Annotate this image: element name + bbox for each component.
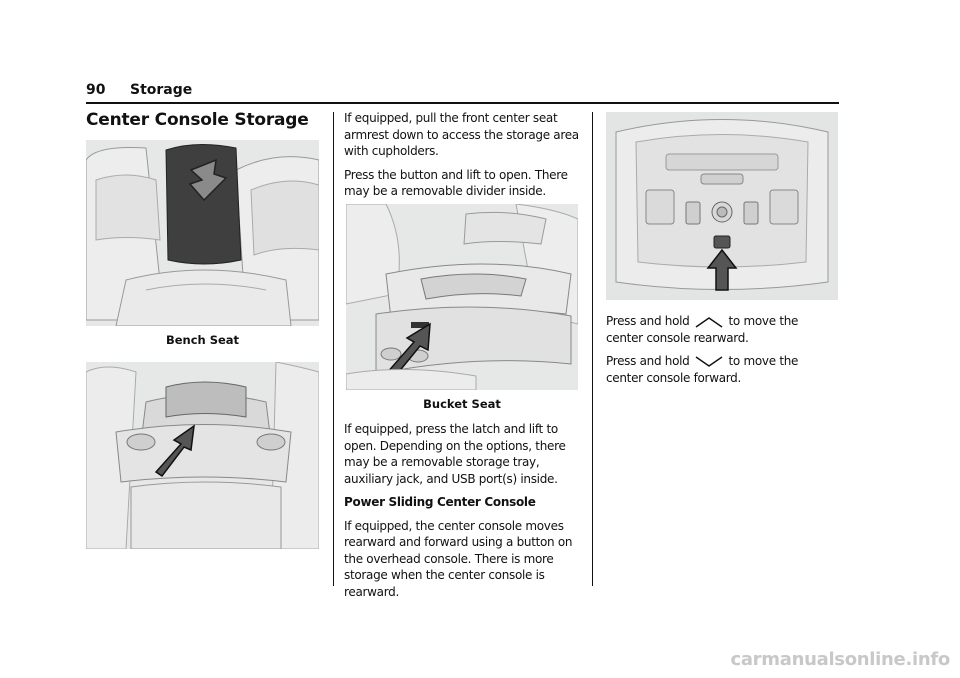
bench-seat-drawing [86,140,319,326]
forward-suffix: to move the center console forward. [606,354,799,385]
column-2-bottom: If equipped, press the latch and lift to… [344,421,581,600]
header-rule [86,102,839,104]
paragraph-rearward: Press and hold to move the center consol… [606,313,838,346]
overhead-console-illustration [606,112,838,300]
column-divider-1 [333,112,334,586]
console-open-drawing [86,362,319,549]
paragraph-armrest: If equipped, pull the front center seat … [344,111,579,158]
chevron-down-icon [693,355,725,369]
bench-seat-illustration [86,140,319,326]
paragraph-latch: If equipped, press the latch and lift to… [344,422,566,486]
chevron-up-icon [693,315,725,329]
column-2-top: If equipped, pull the front center seat … [344,110,581,200]
bench-seat-caption: Bench Seat [165,333,240,347]
paragraph-press-button: Press the button and lift to open. There… [344,167,568,199]
paragraph-forward: Press and hold to move the center consol… [606,353,838,386]
rearward-suffix: to move the center console rearward. [606,314,799,345]
page-title: Center Console Storage [86,110,309,130]
forward-prefix: Press and hold [606,354,690,368]
watermark: carmanualsonline.info [730,649,950,670]
section-name: Storage [130,82,193,98]
console-open-illustration [86,362,319,549]
overhead-console-drawing [606,112,838,300]
heading-power-sliding: Power Sliding Center Console [344,495,536,509]
page-number: 90 [86,82,106,98]
bucket-seat-caption: Bucket Seat [423,397,501,411]
bucket-seat-illustration [346,204,578,390]
column-divider-2 [592,112,593,586]
bucket-seat-drawing [346,204,578,390]
rearward-prefix: Press and hold [606,314,690,328]
paragraph-power-sliding: If equipped, the center console moves re… [344,518,573,599]
column-3: Press and hold to move the center consol… [606,313,838,386]
